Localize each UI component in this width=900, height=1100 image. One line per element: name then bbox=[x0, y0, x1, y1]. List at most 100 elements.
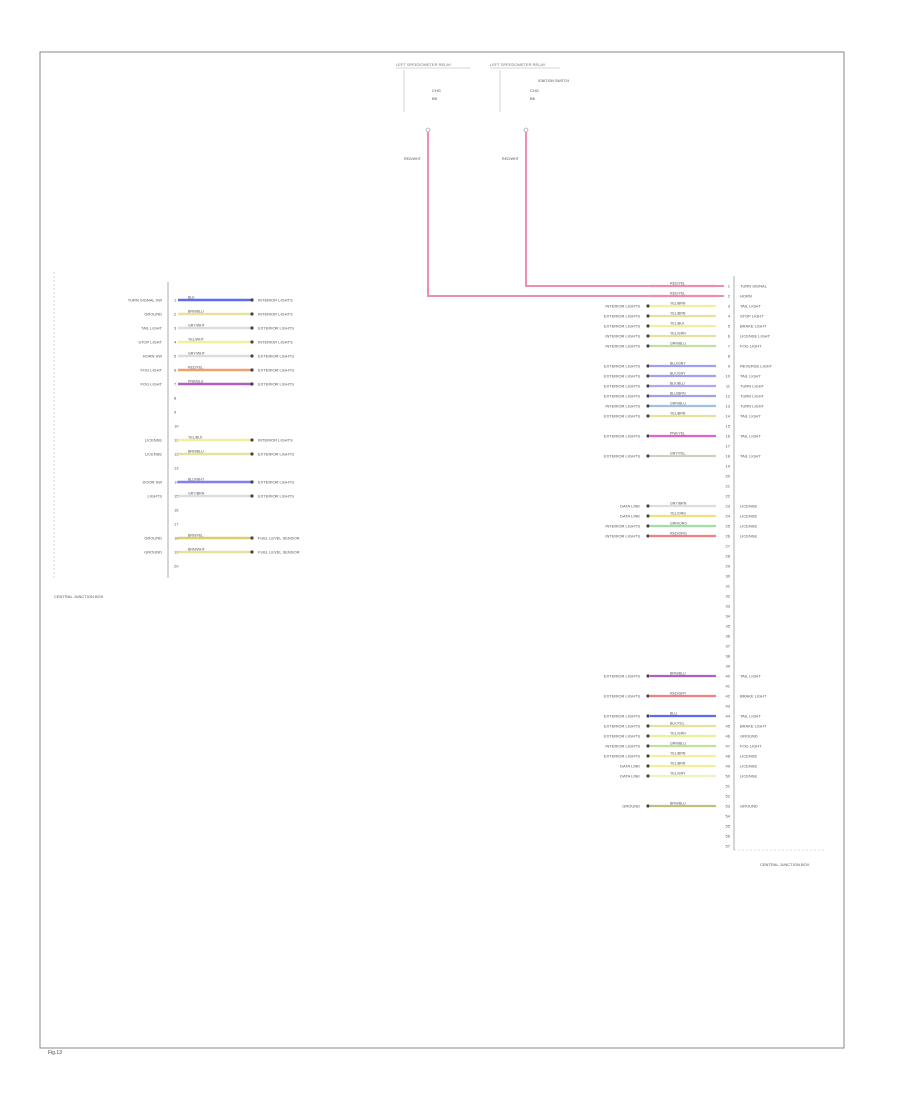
left-terminal bbox=[250, 326, 254, 330]
right-pin-function: BRAKE LIGHT bbox=[740, 324, 767, 329]
left-pin-function: HORN SW bbox=[143, 354, 163, 359]
right-wire-destination: EXTERIOR LIGHTS bbox=[604, 434, 640, 439]
right-wire-color-label: YEL/GRN bbox=[670, 332, 686, 336]
right-wire-color-label: YEL/BRN bbox=[670, 762, 686, 766]
left-terminal bbox=[250, 536, 254, 540]
right-pin-number: 12 bbox=[726, 394, 731, 399]
left-wire-destination: INTERIOR LIGHTS bbox=[258, 340, 293, 345]
right-terminal bbox=[646, 414, 650, 418]
right-wire-destination: EXTERIOR LIGHTS bbox=[604, 454, 640, 459]
right-terminal bbox=[646, 774, 650, 778]
right-wire-destination: DATA LINK bbox=[620, 504, 640, 509]
right-pin-number: 46 bbox=[726, 734, 731, 739]
right-wire-destination: EXTERIOR LIGHTS bbox=[604, 324, 640, 329]
diagram-frame bbox=[39, 51, 845, 1049]
right-wire-color-label: BLU/GRY bbox=[670, 362, 686, 366]
right-pin-function: LICENSE bbox=[740, 524, 757, 529]
right-pin-number: 29 bbox=[726, 564, 731, 569]
right-pin-number: 22 bbox=[726, 494, 731, 499]
right-pin-number: 32 bbox=[726, 594, 731, 599]
left-terminal bbox=[250, 354, 254, 358]
left-pin-number: 19 bbox=[174, 550, 179, 555]
right-pin-number: 25 bbox=[726, 524, 731, 529]
right-wire-destination: GROUND bbox=[622, 804, 640, 809]
left-pin-number: 17 bbox=[174, 522, 179, 527]
left-pin-function: TURN SIGNAL SW bbox=[128, 298, 163, 303]
left-terminal bbox=[250, 298, 254, 302]
left-wire-destination: EXTERIOR LIGHTS bbox=[258, 494, 294, 499]
right-terminal bbox=[646, 384, 650, 388]
right-wire-destination: INTERIOR LIGHTS bbox=[605, 344, 640, 349]
left-terminal bbox=[250, 312, 254, 316]
right-pin-number: 1 bbox=[728, 284, 731, 289]
right-pin-number: 30 bbox=[726, 574, 731, 579]
right-terminal bbox=[646, 534, 650, 538]
left-wire-color-label: RED/YEL bbox=[188, 366, 203, 370]
right-wire-color-label: YEL/BRN bbox=[670, 312, 686, 316]
right-terminal bbox=[646, 394, 650, 398]
left-module-label: CENTRAL JUNCTION BOX bbox=[54, 594, 104, 599]
right-pin-number: 16 bbox=[726, 434, 731, 439]
right-pin-function: FOG LIGHT bbox=[740, 344, 762, 349]
right-pin-number: 40 bbox=[726, 674, 731, 679]
right-wire-destination: INTERIOR LIGHTS bbox=[605, 404, 640, 409]
left-pin-number: 7 bbox=[174, 382, 177, 387]
right-wire-destination: DATA LINK bbox=[620, 764, 640, 769]
right-pin-number: 50 bbox=[726, 774, 731, 779]
right-pin-number: 39 bbox=[726, 664, 731, 669]
right-module-label: CENTRAL JUNCTION BOX bbox=[760, 862, 810, 867]
left-pin-function: FOG LIGHT bbox=[140, 382, 162, 387]
left-terminal bbox=[250, 550, 254, 554]
right-pin-number: 33 bbox=[726, 604, 731, 609]
right-pin-number: 47 bbox=[726, 744, 731, 749]
right-wire-destination: INTERIOR LIGHTS bbox=[605, 524, 640, 529]
right-pin-number: 53 bbox=[726, 804, 731, 809]
right-pin-number: 2 bbox=[728, 294, 731, 299]
right-pin-function: LICENSE bbox=[740, 764, 757, 769]
right-wire-color-label: GRY/YEL bbox=[670, 452, 686, 456]
left-terminal bbox=[250, 494, 254, 498]
top-connector-2-pin-b: BK bbox=[530, 96, 536, 101]
right-wire-color-label: BLK/BLU bbox=[670, 382, 685, 386]
right-wire-color-label: YEL/BRN bbox=[670, 752, 686, 756]
right-pin-number: 27 bbox=[726, 544, 731, 549]
right-pin-number: 21 bbox=[726, 484, 731, 489]
right-pin-number: 11 bbox=[726, 384, 731, 389]
right-wire-destination: INTERIOR LIGHTS bbox=[605, 534, 640, 539]
left-junction-box: CENTRAL JUNCTION BOX bbox=[53, 272, 169, 599]
right-terminal bbox=[646, 324, 650, 328]
right-pin-function: TAIL LIGHT bbox=[740, 304, 761, 309]
left-pin-number: 18 bbox=[174, 536, 179, 541]
left-wire-color-label: PNK/BLU bbox=[188, 380, 204, 384]
right-pin-function: TAIL LIGHT bbox=[740, 674, 761, 679]
right-pin-function: TAIL LIGHT bbox=[740, 434, 761, 439]
right-pin-function: TAIL LIGHT bbox=[740, 414, 761, 419]
right-pin-number: 54 bbox=[726, 814, 731, 819]
right-pin-number: 8 bbox=[728, 354, 731, 359]
left-wire-color-label: YEL/WHT bbox=[188, 338, 205, 342]
right-wire-destination: EXTERIOR LIGHTS bbox=[604, 414, 640, 419]
left-wire-destination: EXTERIOR LIGHTS bbox=[258, 480, 294, 485]
right-wire-destination: DATA LINK bbox=[620, 514, 640, 519]
right-terminal bbox=[646, 724, 650, 728]
right-terminal bbox=[646, 434, 650, 438]
right-terminal bbox=[646, 514, 650, 518]
left-pin-function: GROUND bbox=[144, 536, 162, 541]
left-pin-number: 12 bbox=[174, 452, 179, 457]
right-wire-destination: INTERIOR LIGHTS bbox=[605, 744, 640, 749]
right-wire-destination: INTERIOR LIGHTS bbox=[605, 304, 640, 309]
right-pin-function: TAIL LIGHT bbox=[740, 714, 761, 719]
top-connector-2-note: IGNITION SWITCH bbox=[538, 79, 570, 83]
right-wire-destination: EXTERIOR LIGHTS bbox=[604, 394, 640, 399]
right-pin-function: BRAKE LIGHT bbox=[740, 724, 767, 729]
left-terminal bbox=[250, 340, 254, 344]
right-wire-destination: EXTERIOR LIGHTS bbox=[604, 694, 640, 699]
left-wire-destination: EXTERIOR LIGHTS bbox=[258, 382, 294, 387]
left-wire-color-label: BRN/YEL bbox=[188, 534, 203, 538]
right-pin-function: TAIL LIGHT bbox=[740, 374, 761, 379]
right-pin-number: 6 bbox=[728, 334, 731, 339]
right-wire-color-label: YEL/GRN bbox=[670, 732, 686, 736]
right-pin-function: TURN SIGNAL bbox=[740, 284, 768, 289]
top-power-sources: LEFT SPEEDOMETER RELAY LEFT SPEEDOMETER … bbox=[396, 62, 570, 161]
right-pin-number: 36 bbox=[726, 634, 731, 639]
